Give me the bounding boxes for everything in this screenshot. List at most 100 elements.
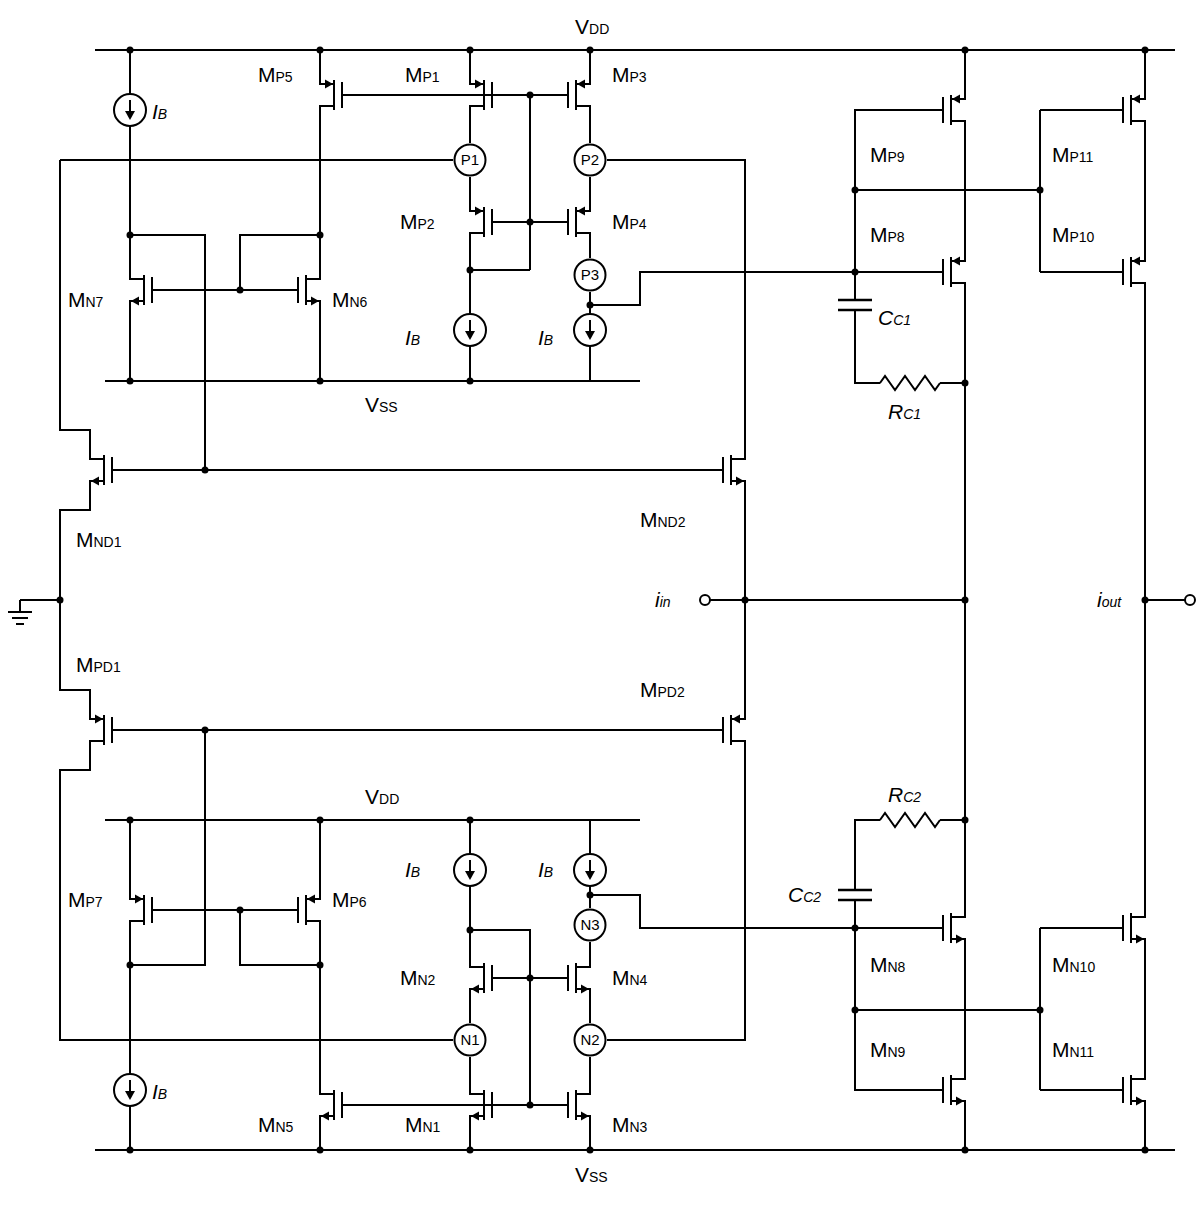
component-label: IB: [405, 326, 420, 349]
nmos-transistor: [709, 444, 745, 496]
schematic-part: [467, 817, 474, 824]
current-source-symbol: [574, 314, 606, 346]
pmos-transistor: [554, 69, 590, 121]
component-label: MP8: [870, 223, 905, 246]
nmos-transistor: [929, 1064, 965, 1116]
schematic-part: [127, 817, 134, 824]
schematic-part: [587, 1147, 594, 1154]
component-label: MN11: [1052, 1038, 1094, 1061]
nmos-transistor: [929, 902, 965, 954]
component-label: IB: [405, 858, 420, 881]
current-source-symbol: [454, 854, 486, 886]
circuit-block-circle: N3: [573, 908, 607, 942]
schematic-part: [467, 378, 474, 385]
schematic-part: [1037, 1007, 1044, 1014]
nmos-transistor: [130, 264, 166, 316]
schematic-part: [202, 727, 209, 734]
component-label: IB: [538, 858, 553, 881]
nmos-transistor: [554, 1079, 590, 1131]
component-label: MP4: [612, 210, 647, 233]
component-label: RC1: [888, 400, 921, 423]
circuit-block-circle: P2: [573, 143, 607, 177]
pmos-transistor: [470, 69, 506, 121]
component-label: IB: [152, 1080, 167, 1103]
circuit-block-circle: N2: [573, 1023, 607, 1057]
component-label: MN6: [332, 288, 367, 311]
schematic-part: [587, 892, 594, 899]
block-label: N1: [453, 1023, 487, 1057]
pmos-transistor: [130, 884, 166, 936]
component-label: MP1: [405, 63, 440, 86]
pmos-transistor: [1109, 84, 1145, 136]
component-label: MND2: [640, 508, 686, 531]
pmos-transistor: [320, 69, 356, 121]
component-label: MN1: [405, 1113, 440, 1136]
schematic-part: [700, 595, 710, 605]
schematic-part: [317, 378, 324, 385]
schematic-part: [962, 47, 969, 54]
nmos-transistor: [284, 264, 320, 316]
component-label: MP11: [1052, 143, 1093, 166]
schematic-part: [962, 1147, 969, 1154]
schematic-part: [127, 1147, 134, 1154]
component-label: IB: [538, 326, 553, 349]
schematic-part: [57, 597, 64, 604]
schematic-part: [127, 378, 134, 385]
current-source-symbol: [114, 94, 146, 126]
schematic-part: [1185, 595, 1195, 605]
component-label: MND1: [76, 528, 122, 551]
component-label: MP6: [332, 888, 367, 911]
nmos-transistor: [320, 1079, 356, 1131]
schematic-part: [1142, 47, 1149, 54]
component-label: MP10: [1052, 223, 1094, 246]
schematic-part: [527, 975, 534, 982]
schematic-part: [1037, 187, 1044, 194]
component-label: MPD2: [640, 678, 685, 701]
schematic-part: [127, 47, 134, 54]
schematic-part: [527, 219, 534, 226]
schematic-part: [852, 1007, 859, 1014]
schematic-part: [852, 187, 859, 194]
block-label: P3: [573, 258, 607, 292]
pmos-transistor: [709, 704, 745, 756]
schematic-part: [237, 287, 244, 294]
component-label: MPD1: [76, 653, 121, 676]
component-label: MN10: [1052, 953, 1095, 976]
schematic-part: [852, 269, 859, 276]
circuit-block-circle: P3: [573, 258, 607, 292]
capacitor-plates: [838, 300, 872, 900]
schematic-part: [587, 47, 594, 54]
schematic-part: [1142, 1147, 1149, 1154]
block-label: P2: [573, 143, 607, 177]
component-label: VSS: [365, 393, 398, 416]
schematic-part: [1142, 597, 1149, 604]
pmos-transistor: [90, 704, 126, 756]
component-label: RC2: [888, 783, 921, 806]
component-label: MN8: [870, 953, 905, 976]
component-label: MN3: [612, 1113, 647, 1136]
nmos-transistor: [90, 444, 126, 496]
component-label: VDD: [575, 15, 609, 38]
component-label: MN5: [258, 1113, 293, 1136]
schematic-part: [852, 925, 859, 932]
pmos-transistor: [929, 246, 965, 298]
pmos-transistor: [929, 84, 965, 136]
current-source-symbol: [454, 314, 486, 346]
component-label: MP3: [612, 63, 647, 86]
pmos-transistor: [470, 196, 506, 248]
component-label: IB: [152, 100, 167, 123]
schematic-part: [202, 467, 209, 474]
component-label: MN2: [400, 966, 435, 989]
component-label: VSS: [575, 1163, 608, 1186]
schematic-part: [962, 817, 969, 824]
nmos-transistor: [470, 1079, 506, 1131]
component-label: CC2: [788, 883, 821, 906]
circuit-block-circle: P1: [453, 143, 487, 177]
schematic-part: [317, 817, 324, 824]
component-label: MP7: [68, 888, 103, 911]
schematic-part: [237, 907, 244, 914]
schematic-part: [467, 1147, 474, 1154]
schematic-part: [317, 1147, 324, 1154]
component-label: MP5: [258, 63, 293, 86]
